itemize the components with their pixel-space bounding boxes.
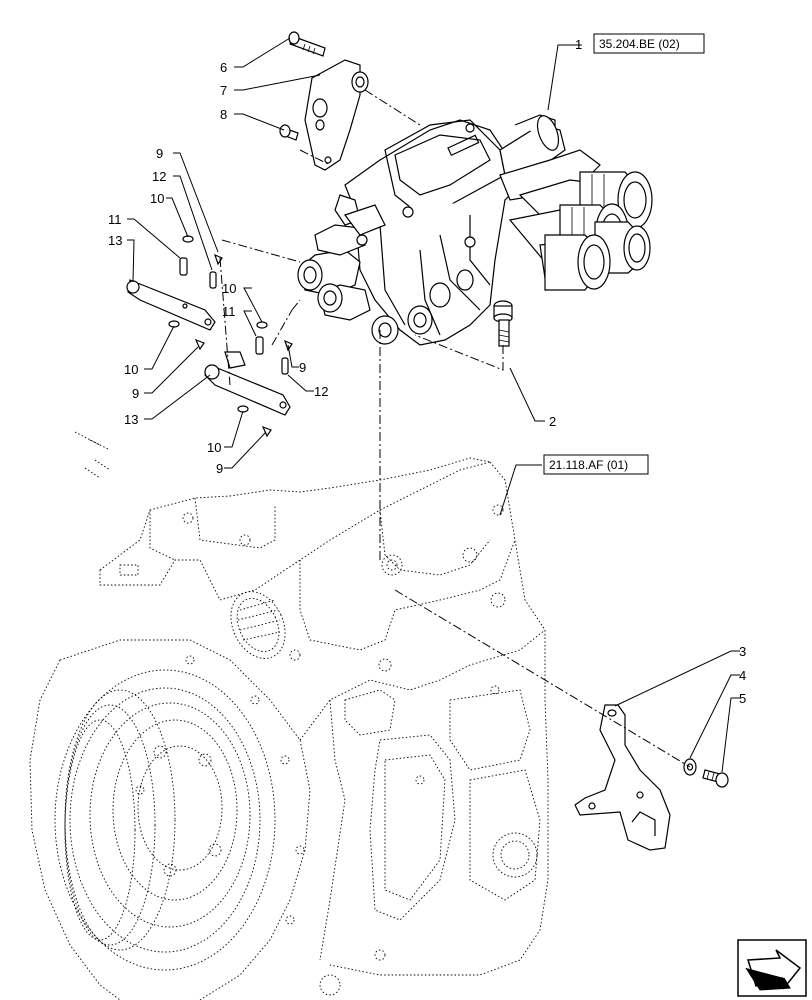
transmission-housing-phantom — [29, 431, 549, 1000]
callout-5: 5 — [739, 691, 746, 706]
callout-6: 6 — [220, 60, 227, 75]
callout-3: 3 — [739, 644, 746, 659]
mounting-bracket-part-3 — [574, 704, 671, 851]
callout-7: 7 — [220, 83, 227, 98]
callout-1: 1 — [575, 37, 582, 52]
reference-valve-text: 35.204.BE (02) — [599, 37, 680, 51]
leader-lines — [127, 37, 740, 773]
bolt-part-6 — [288, 31, 326, 57]
valve-bracket-part-7 — [304, 59, 369, 171]
assembly-center-lines — [219, 89, 691, 768]
callout-9-d: 9 — [216, 461, 223, 476]
callout-12-a: 12 — [152, 169, 166, 184]
reference-housing-text: 21.118.AF (01) — [549, 458, 628, 472]
pins-part-12 — [209, 271, 289, 375]
quick-coupler-4 — [544, 234, 611, 291]
callout-11-a: 11 — [108, 212, 122, 227]
bolt-part-5 — [702, 769, 729, 788]
lever-part-13-lower — [204, 351, 291, 416]
callout-9-a: 9 — [156, 146, 163, 161]
callout-10-c: 10 — [124, 362, 138, 377]
control-valve-assembly — [297, 114, 653, 346]
callout-10-b: 10 — [222, 281, 236, 296]
callout-9-c: 9 — [132, 386, 139, 401]
callout-12-b: 12 — [314, 384, 328, 399]
callout-13-a: 13 — [108, 233, 122, 248]
next-page-arrow-icon[interactable] — [737, 939, 807, 997]
callout-8: 8 — [220, 107, 227, 122]
screw-part-8 — [279, 124, 299, 141]
pins-part-11 — [179, 257, 264, 355]
callout-10-a: 10 — [150, 191, 164, 206]
callout-13-b: 13 — [124, 412, 138, 427]
callout-numbers: 1 2 3 4 5 6 7 8 9 12 10 11 13 10 11 9 12… — [108, 37, 746, 706]
callout-2: 2 — [549, 414, 556, 429]
reference-box-valve[interactable]: 35.204.BE (02) — [593, 33, 705, 54]
callout-4: 4 — [739, 668, 746, 683]
bolt-part-2 — [493, 300, 513, 347]
reference-box-housing[interactable]: 21.118.AF (01) — [543, 454, 649, 475]
callout-11-b: 11 — [222, 304, 236, 319]
callout-10-d: 10 — [207, 440, 221, 455]
callout-9-b: 9 — [299, 360, 306, 375]
